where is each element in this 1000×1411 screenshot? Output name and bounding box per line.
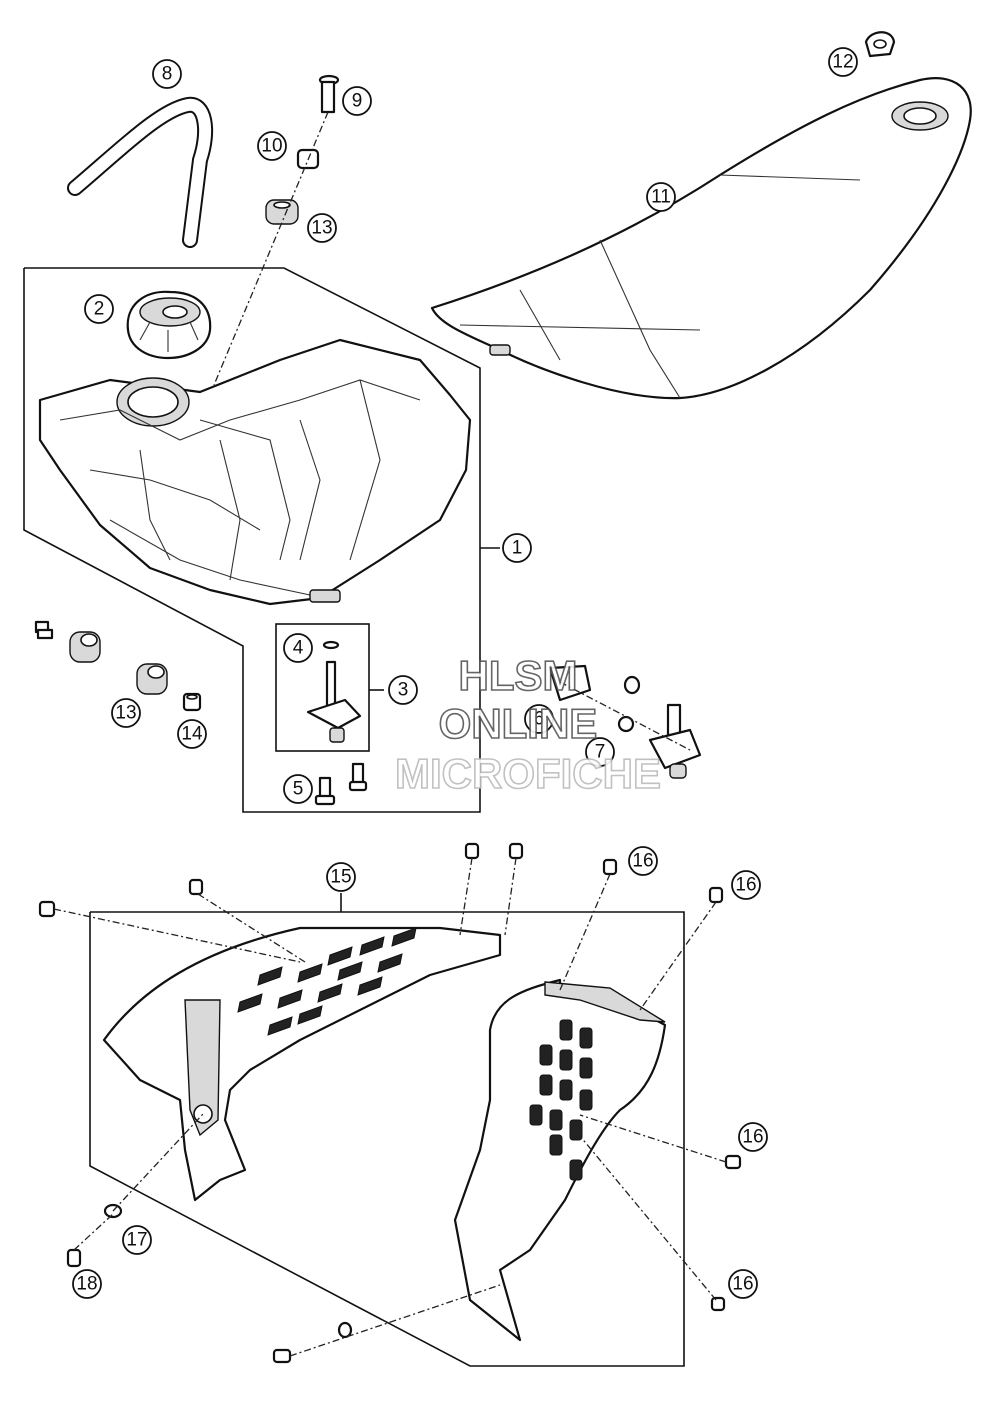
callout-17: 17: [122, 1225, 152, 1255]
callout-5: 5: [283, 774, 313, 804]
callout-6: 6: [524, 704, 554, 734]
rubber-grommet-13-top: [265, 199, 299, 225]
callout-16-a: 16: [628, 846, 658, 876]
svg-text:15: 15: [330, 867, 351, 888]
callout-16-b: 16: [731, 870, 761, 900]
watermark-line-3: MICROFICHE: [395, 750, 661, 797]
watermark-line-1: HLSM: [459, 652, 578, 699]
fuel-tank: [38, 338, 472, 606]
callout-11: 11: [646, 182, 676, 212]
svg-text:13: 13: [115, 703, 136, 724]
callout-18: 18: [72, 1269, 102, 1299]
callout-2: 2: [84, 294, 114, 324]
svg-text:12: 12: [832, 52, 853, 73]
seat-11: [430, 77, 972, 400]
callout-16-d: 16: [728, 1269, 758, 1299]
callout-10: 10: [257, 131, 287, 161]
callout-15: 15: [326, 862, 356, 892]
leader-9-13: [213, 111, 329, 386]
callout-12: 12: [828, 47, 858, 77]
shroud-leaders: [53, 857, 727, 1357]
callout-16-c: 16: [738, 1122, 768, 1152]
svg-text:17: 17: [126, 1230, 147, 1251]
shroud-group-frame: [89, 911, 685, 1367]
svg-text:16: 16: [732, 1274, 753, 1295]
callout-13-top: 13: [307, 213, 337, 243]
callout-4: 4: [283, 633, 313, 663]
callout-9: 9: [342, 86, 372, 116]
svg-text:10: 10: [261, 136, 282, 157]
svg-text:16: 16: [735, 875, 756, 896]
clip-12: [864, 31, 896, 58]
watermark-line-2: ONLINE: [439, 700, 598, 747]
svg-text:5: 5: [293, 779, 304, 800]
callout-3: 3: [388, 675, 418, 705]
svg-text:14: 14: [181, 724, 203, 745]
callout-13-bottom: 13: [111, 698, 141, 728]
fuel-tap-right: [548, 664, 702, 779]
fuel-hose-inner: [69, 98, 212, 246]
bolt-9: [318, 74, 340, 114]
svg-text:6: 6: [534, 709, 545, 730]
svg-text:2: 2: [94, 299, 105, 320]
shroud-bolts: [38, 842, 742, 1364]
callout-8: 8: [152, 59, 182, 89]
screw-5: [314, 762, 368, 806]
svg-text:18: 18: [76, 1274, 97, 1295]
bolt-left-small: [34, 620, 54, 640]
callout-7: 7: [585, 737, 615, 767]
rubber-mount-left: [69, 631, 101, 663]
tank-group-frame: [23, 267, 481, 813]
rubber-mount-13: [136, 663, 168, 695]
svg-text:8: 8: [162, 64, 173, 85]
fuel-cap: [126, 290, 212, 360]
svg-text:13: 13: [311, 218, 332, 239]
left-shroud-vents: [237, 927, 417, 1036]
callout-14: 14: [177, 719, 207, 749]
svg-text:9: 9: [352, 91, 363, 112]
callout-1: 1: [502, 533, 532, 563]
svg-text:16: 16: [742, 1127, 763, 1148]
collar-14: [182, 692, 202, 712]
svg-text:1: 1: [512, 538, 523, 559]
svg-text:4: 4: [293, 638, 304, 659]
left-shroud: [102, 926, 502, 1202]
tap-subgroup-frame: [275, 623, 370, 752]
svg-text:3: 3: [398, 680, 409, 701]
svg-text:11: 11: [651, 187, 671, 208]
right-shroud: [453, 978, 667, 1342]
svg-text:7: 7: [595, 742, 606, 763]
fuel-tap-3: [306, 640, 362, 743]
svg-text:16: 16: [632, 851, 653, 872]
